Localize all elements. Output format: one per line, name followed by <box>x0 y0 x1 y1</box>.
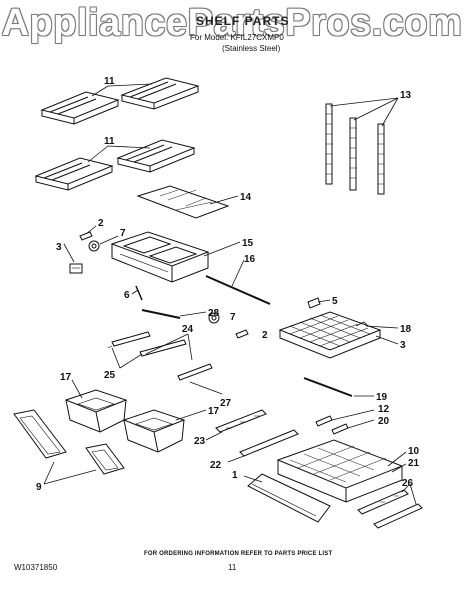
page-title: SHELF PARTS <box>196 14 290 28</box>
callout-21: 21 <box>408 458 420 469</box>
rod-18 <box>303 377 353 397</box>
grommet-8-top <box>88 240 100 252</box>
callout-16: 16 <box>244 254 256 265</box>
glass-panel <box>136 185 230 219</box>
page-number: 11 <box>228 563 237 572</box>
callout-5: 3 <box>400 340 406 351</box>
callout-17-left: 17 <box>60 372 72 383</box>
model-line: For Model: KFIL27CXMP0 <box>190 33 284 42</box>
drawer-cover-frame <box>110 231 210 283</box>
bracket-6 <box>307 297 321 309</box>
callout-2-lower: 2 <box>262 330 268 341</box>
callout-11-middle: 11 <box>104 136 115 147</box>
middle-shelf-right <box>116 139 196 173</box>
callout-20: 20 <box>378 416 390 427</box>
callout-6: 5 <box>332 296 338 307</box>
callout-3: 3 <box>56 242 62 253</box>
drawer-front-right <box>85 443 125 475</box>
callout-10: 10 <box>408 446 420 457</box>
callout-25: 24 <box>182 324 194 335</box>
callout-7: 6 <box>124 290 130 301</box>
slides-23 <box>357 489 423 529</box>
callout-22: 22 <box>210 460 222 471</box>
callout-24: 23 <box>194 436 206 447</box>
screw-2-top <box>79 231 93 241</box>
middle-shelf-left <box>34 157 114 191</box>
callout-2-top: 2 <box>98 218 104 229</box>
callout-13: 13 <box>400 90 412 101</box>
screw-7 <box>135 285 143 301</box>
clip-3 <box>69 263 83 274</box>
ladder-rails <box>325 103 385 195</box>
callout-12: 12 <box>378 404 390 415</box>
model-variant: (Stainless Steel) <box>222 44 281 53</box>
callout-8-top: 7 <box>120 228 126 239</box>
upper-shelf-left <box>40 91 120 125</box>
upper-shelf-right <box>120 77 200 110</box>
wire-shelf <box>278 311 382 359</box>
watermark: AppliancePartsPros.com <box>1 2 463 44</box>
screw-2-lower <box>235 329 249 339</box>
document-number: W10371850 <box>14 563 58 572</box>
bracket-12-20 <box>315 415 349 435</box>
callout-19: 18 <box>400 324 412 335</box>
pantry-drawer-front <box>247 473 331 523</box>
callout-14: 14 <box>240 192 252 203</box>
callout-17-right: 17 <box>208 406 220 417</box>
callout-23: 26 <box>402 478 414 489</box>
pantry-drawer <box>276 439 404 503</box>
callout-28: 28 <box>208 308 220 319</box>
crisper-drawer-right <box>122 409 186 453</box>
callout-9: 9 <box>36 482 42 493</box>
callout-11-top: 11 <box>104 76 115 87</box>
callout-numbers: 11 11 13 14 2 7 3 15 16 6 5 28 7 24 2 18… <box>36 76 420 493</box>
grommet-8-lower <box>208 312 220 324</box>
callout-8-lower: 7 <box>230 312 236 323</box>
ordering-note: FOR ORDERING INFORMATION REFER TO PARTS … <box>144 551 333 557</box>
bar-28 <box>141 309 181 319</box>
callout-1: 1 <box>232 470 238 481</box>
slides-25-26 <box>107 331 213 381</box>
rod <box>205 275 271 305</box>
drawer-front-left <box>13 409 67 459</box>
callout-18: 19 <box>376 392 388 403</box>
callout-15: 15 <box>242 238 254 249</box>
slides-22-24 <box>215 409 299 457</box>
callout-26: 25 <box>104 370 116 381</box>
callout-27: 27 <box>220 398 232 409</box>
crisper-drawer-left <box>64 389 128 433</box>
